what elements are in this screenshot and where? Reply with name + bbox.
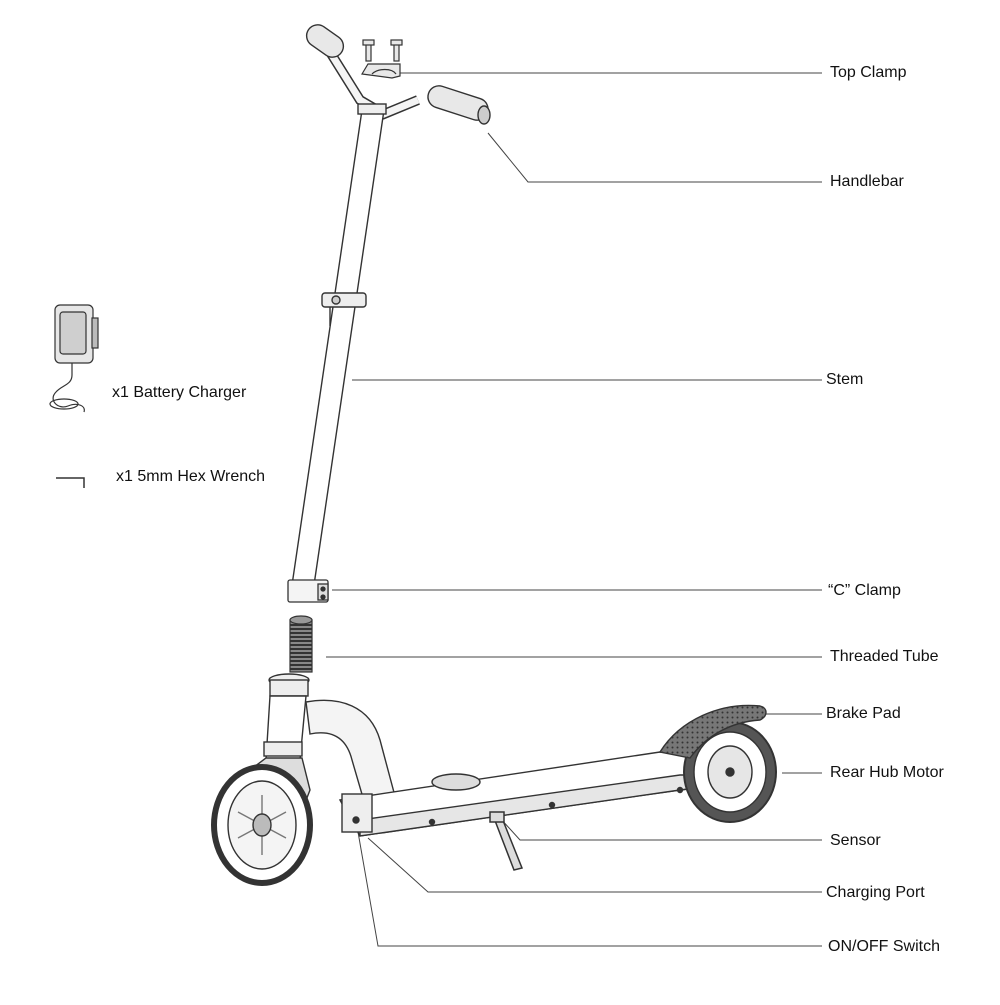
label-brake-pad: Brake Pad (826, 705, 901, 722)
hex-wrench-icon (56, 477, 85, 488)
battery-charger-icon (49, 304, 99, 413)
label-top-clamp: Top Clamp (830, 64, 907, 81)
rear-hub-motor (683, 721, 777, 823)
leader-handlebar (487, 132, 822, 183)
leader-sensor (499, 817, 822, 841)
brake-pad (658, 704, 767, 759)
label-handlebar: Handlebar (830, 173, 904, 190)
top-clamp (361, 39, 403, 79)
label-threaded-tube: Threaded Tube (830, 648, 939, 665)
leader-charging-port (367, 837, 822, 893)
label-c-clamp: “C” Clamp (828, 582, 901, 599)
front-wheel (211, 764, 313, 886)
label-stem: Stem (826, 371, 864, 388)
kickstand (489, 811, 524, 871)
label-onoff-switch: ON/OFF Switch (828, 938, 941, 955)
threaded-tube (289, 615, 313, 673)
accessory-hex-wrench-label: x1 5mm Hex Wrench (116, 468, 266, 485)
label-rear-hub-motor: Rear Hub Motor (830, 764, 944, 781)
stem (291, 103, 387, 586)
label-sensor: Sensor (830, 832, 881, 849)
c-clamp (287, 579, 329, 603)
deck (338, 751, 761, 837)
accessory-battery-charger-label: x1 Battery Charger (112, 384, 247, 401)
leader-onoff-switch (357, 831, 822, 947)
leader-lines (326, 72, 822, 947)
label-charging-port: Charging Port (826, 884, 925, 901)
